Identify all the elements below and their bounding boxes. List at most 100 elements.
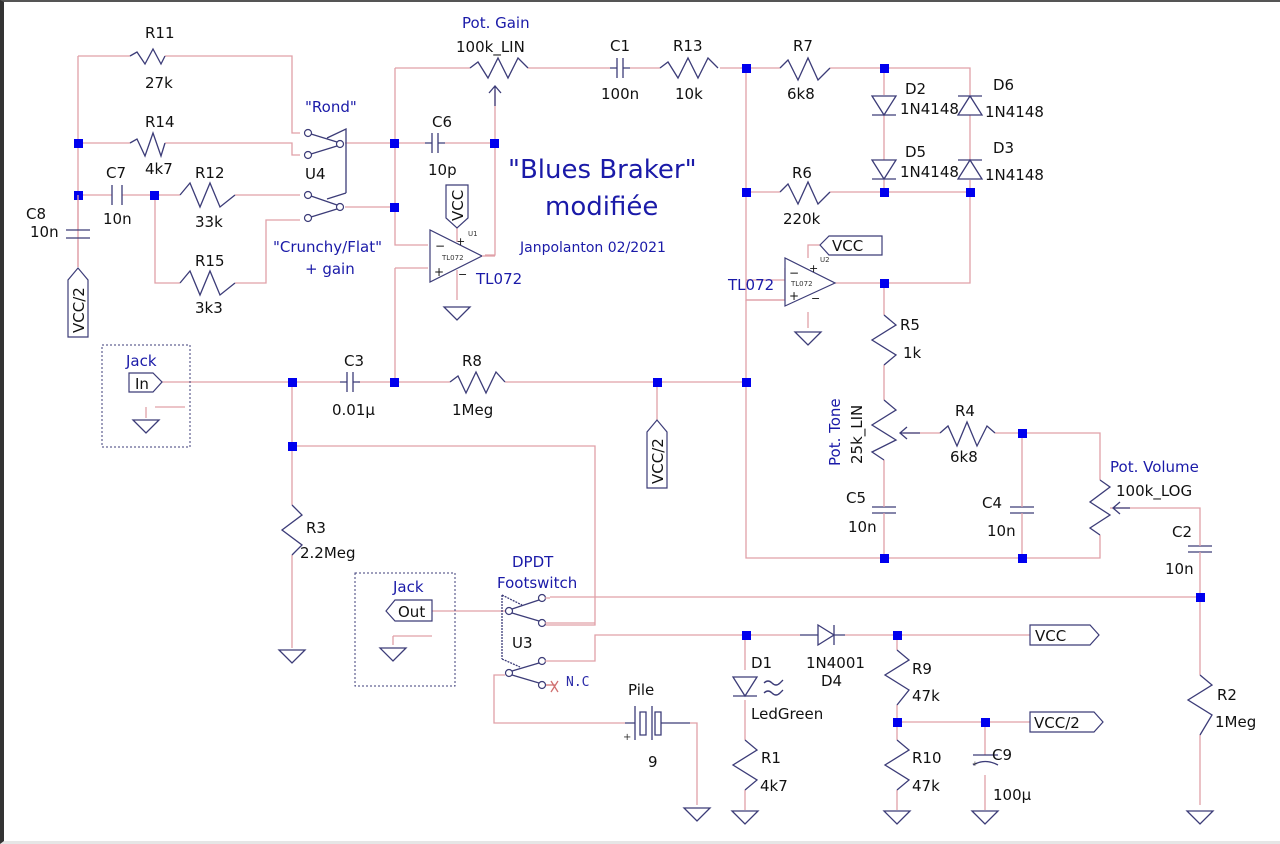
opamp-u1: − + + − TL072 U1 TL072 <box>429 226 522 321</box>
svg-text:47k: 47k <box>912 777 940 795</box>
svg-text:10n: 10n <box>848 518 877 536</box>
svg-text:VCC: VCC <box>449 190 467 221</box>
diode-d6: D6 1N4148 <box>956 76 1044 121</box>
svg-text:D1: D1 <box>751 654 772 672</box>
svg-text:C4: C4 <box>982 494 1002 512</box>
svg-text:0.01µ: 0.01µ <box>332 401 375 419</box>
svg-text:1N4148: 1N4148 <box>900 163 959 181</box>
svg-text:3k3: 3k3 <box>195 299 223 317</box>
svg-text:D5: D5 <box>905 143 926 161</box>
diode-d4: 1N4001 D4 <box>800 623 865 690</box>
resistor-r12: R12 33k <box>179 164 236 231</box>
svg-text:100µ: 100µ <box>993 786 1032 804</box>
svg-text:Janpolanton 02/2021: Janpolanton 02/2021 <box>519 240 666 256</box>
svg-text:1Meg: 1Meg <box>452 401 493 419</box>
svg-text:R7: R7 <box>793 37 813 55</box>
svg-text:+: + <box>434 265 444 279</box>
resistor-r15: R15 3k3 <box>179 252 236 317</box>
net-label-vcc2-out: VCC/2 <box>1029 711 1104 733</box>
svg-text:D4: D4 <box>821 672 842 690</box>
svg-text:R12: R12 <box>195 164 225 182</box>
resistor-r6: R6 220k <box>779 164 831 228</box>
footswitch-u3: DPDT Footswitch U3 N.C <box>497 553 595 693</box>
svg-text:R3: R3 <box>306 519 326 537</box>
svg-text:R5: R5 <box>900 316 920 334</box>
capacitor-c5: C5 10n <box>846 489 896 536</box>
diode-d3: D3 1N4148 <box>956 139 1044 184</box>
svg-text:C8: C8 <box>26 205 46 223</box>
svg-text:Footswitch: Footswitch <box>497 574 577 592</box>
battery-pile: + Pile 9 <box>623 681 690 771</box>
capacitor-c1: C1 100n <box>601 37 639 103</box>
svg-text:+: + <box>972 760 978 768</box>
svg-text:TL072: TL072 <box>475 270 522 288</box>
svg-text:U1: U1 <box>468 230 478 238</box>
resistor-r10: R10 47k <box>883 739 942 795</box>
svg-text:−: − <box>811 292 820 305</box>
svg-text:In: In <box>135 375 149 393</box>
capacitor-c3: C3 0.01µ <box>332 352 375 419</box>
svg-text:"Blues Braker": "Blues Braker" <box>508 155 697 185</box>
svg-text:10p: 10p <box>428 161 457 179</box>
jack-out: Jack Out <box>354 572 456 687</box>
svg-text:−: − <box>435 239 445 253</box>
svg-text:+: + <box>623 732 631 743</box>
ground-symbols <box>278 649 1214 825</box>
switch-u4: "Rond" U4 "Crunchy/Flat" + gain <box>273 98 382 278</box>
svg-text:33k: 33k <box>195 213 223 231</box>
potentiometer-tone: Pot. Tone 25k_LIN <box>826 398 920 466</box>
svg-text:Pile: Pile <box>628 681 654 699</box>
svg-text:U4: U4 <box>305 165 326 183</box>
svg-text:Jack: Jack <box>392 578 424 596</box>
svg-text:1N4001: 1N4001 <box>806 654 865 672</box>
svg-text:100k_LOG: 100k_LOG <box>1116 482 1192 501</box>
svg-text:U2: U2 <box>820 256 830 264</box>
capacitor-c2: C2 10n <box>1165 523 1212 578</box>
svg-text:+: + <box>456 235 465 248</box>
svg-text:VCC: VCC <box>832 237 863 255</box>
svg-text:VCC: VCC <box>1035 627 1066 645</box>
capacitor-c6: C6 10p <box>425 113 457 179</box>
resistor-r5: R5 1k <box>870 314 922 366</box>
svg-text:R9: R9 <box>912 660 932 678</box>
svg-text:6k8: 6k8 <box>787 85 815 103</box>
potentiometer-gain: Pot. Gain 100k_LIN <box>456 14 530 106</box>
svg-text:R1: R1 <box>761 749 781 767</box>
svg-text:Jack: Jack <box>125 352 157 370</box>
jack-in: Jack In <box>101 344 191 448</box>
svg-text:TL072: TL072 <box>727 276 774 294</box>
svg-text:R15: R15 <box>195 252 225 270</box>
svg-text:VCC/2: VCC/2 <box>1034 714 1080 732</box>
svg-text:TL072: TL072 <box>441 254 464 262</box>
svg-text:C6: C6 <box>432 113 452 131</box>
resistor-r14: R14 4k7 <box>129 113 175 178</box>
svg-text:R4: R4 <box>955 402 975 420</box>
svg-text:Pot. Volume: Pot. Volume <box>1110 458 1199 476</box>
svg-text:10n: 10n <box>1165 560 1194 578</box>
svg-text:"Rond": "Rond" <box>305 98 357 116</box>
svg-text:27k: 27k <box>145 74 173 92</box>
svg-text:1Meg: 1Meg <box>1215 713 1256 731</box>
resistor-r9: R9 47k <box>883 649 940 706</box>
svg-text:220k: 220k <box>783 210 821 228</box>
svg-text:R14: R14 <box>145 113 175 131</box>
svg-text:1k: 1k <box>903 344 922 362</box>
svg-text:R13: R13 <box>673 37 703 55</box>
junctions <box>74 64 1205 727</box>
diode-d5: D5 1N4148 <box>870 143 959 181</box>
svg-text:Out: Out <box>398 603 425 621</box>
svg-text:25k_LIN: 25k_LIN <box>848 405 867 464</box>
svg-text:C5: C5 <box>846 489 866 507</box>
svg-text:+ gain: + gain <box>305 260 355 278</box>
svg-text:C2: C2 <box>1172 523 1192 541</box>
led-d1: D1 LedGreen <box>731 654 823 723</box>
resistor-r3: R3 2.2Meg <box>280 504 356 562</box>
svg-text:R10: R10 <box>912 749 942 767</box>
potentiometer-volume: Pot. Volume 100k_LOG <box>1088 458 1199 536</box>
resistor-r7: R7 6k8 <box>779 37 831 103</box>
svg-text:U3: U3 <box>512 634 533 652</box>
capacitor-c8: C8 10n <box>26 195 90 267</box>
svg-text:R11: R11 <box>145 24 175 42</box>
svg-text:C7: C7 <box>106 164 126 182</box>
